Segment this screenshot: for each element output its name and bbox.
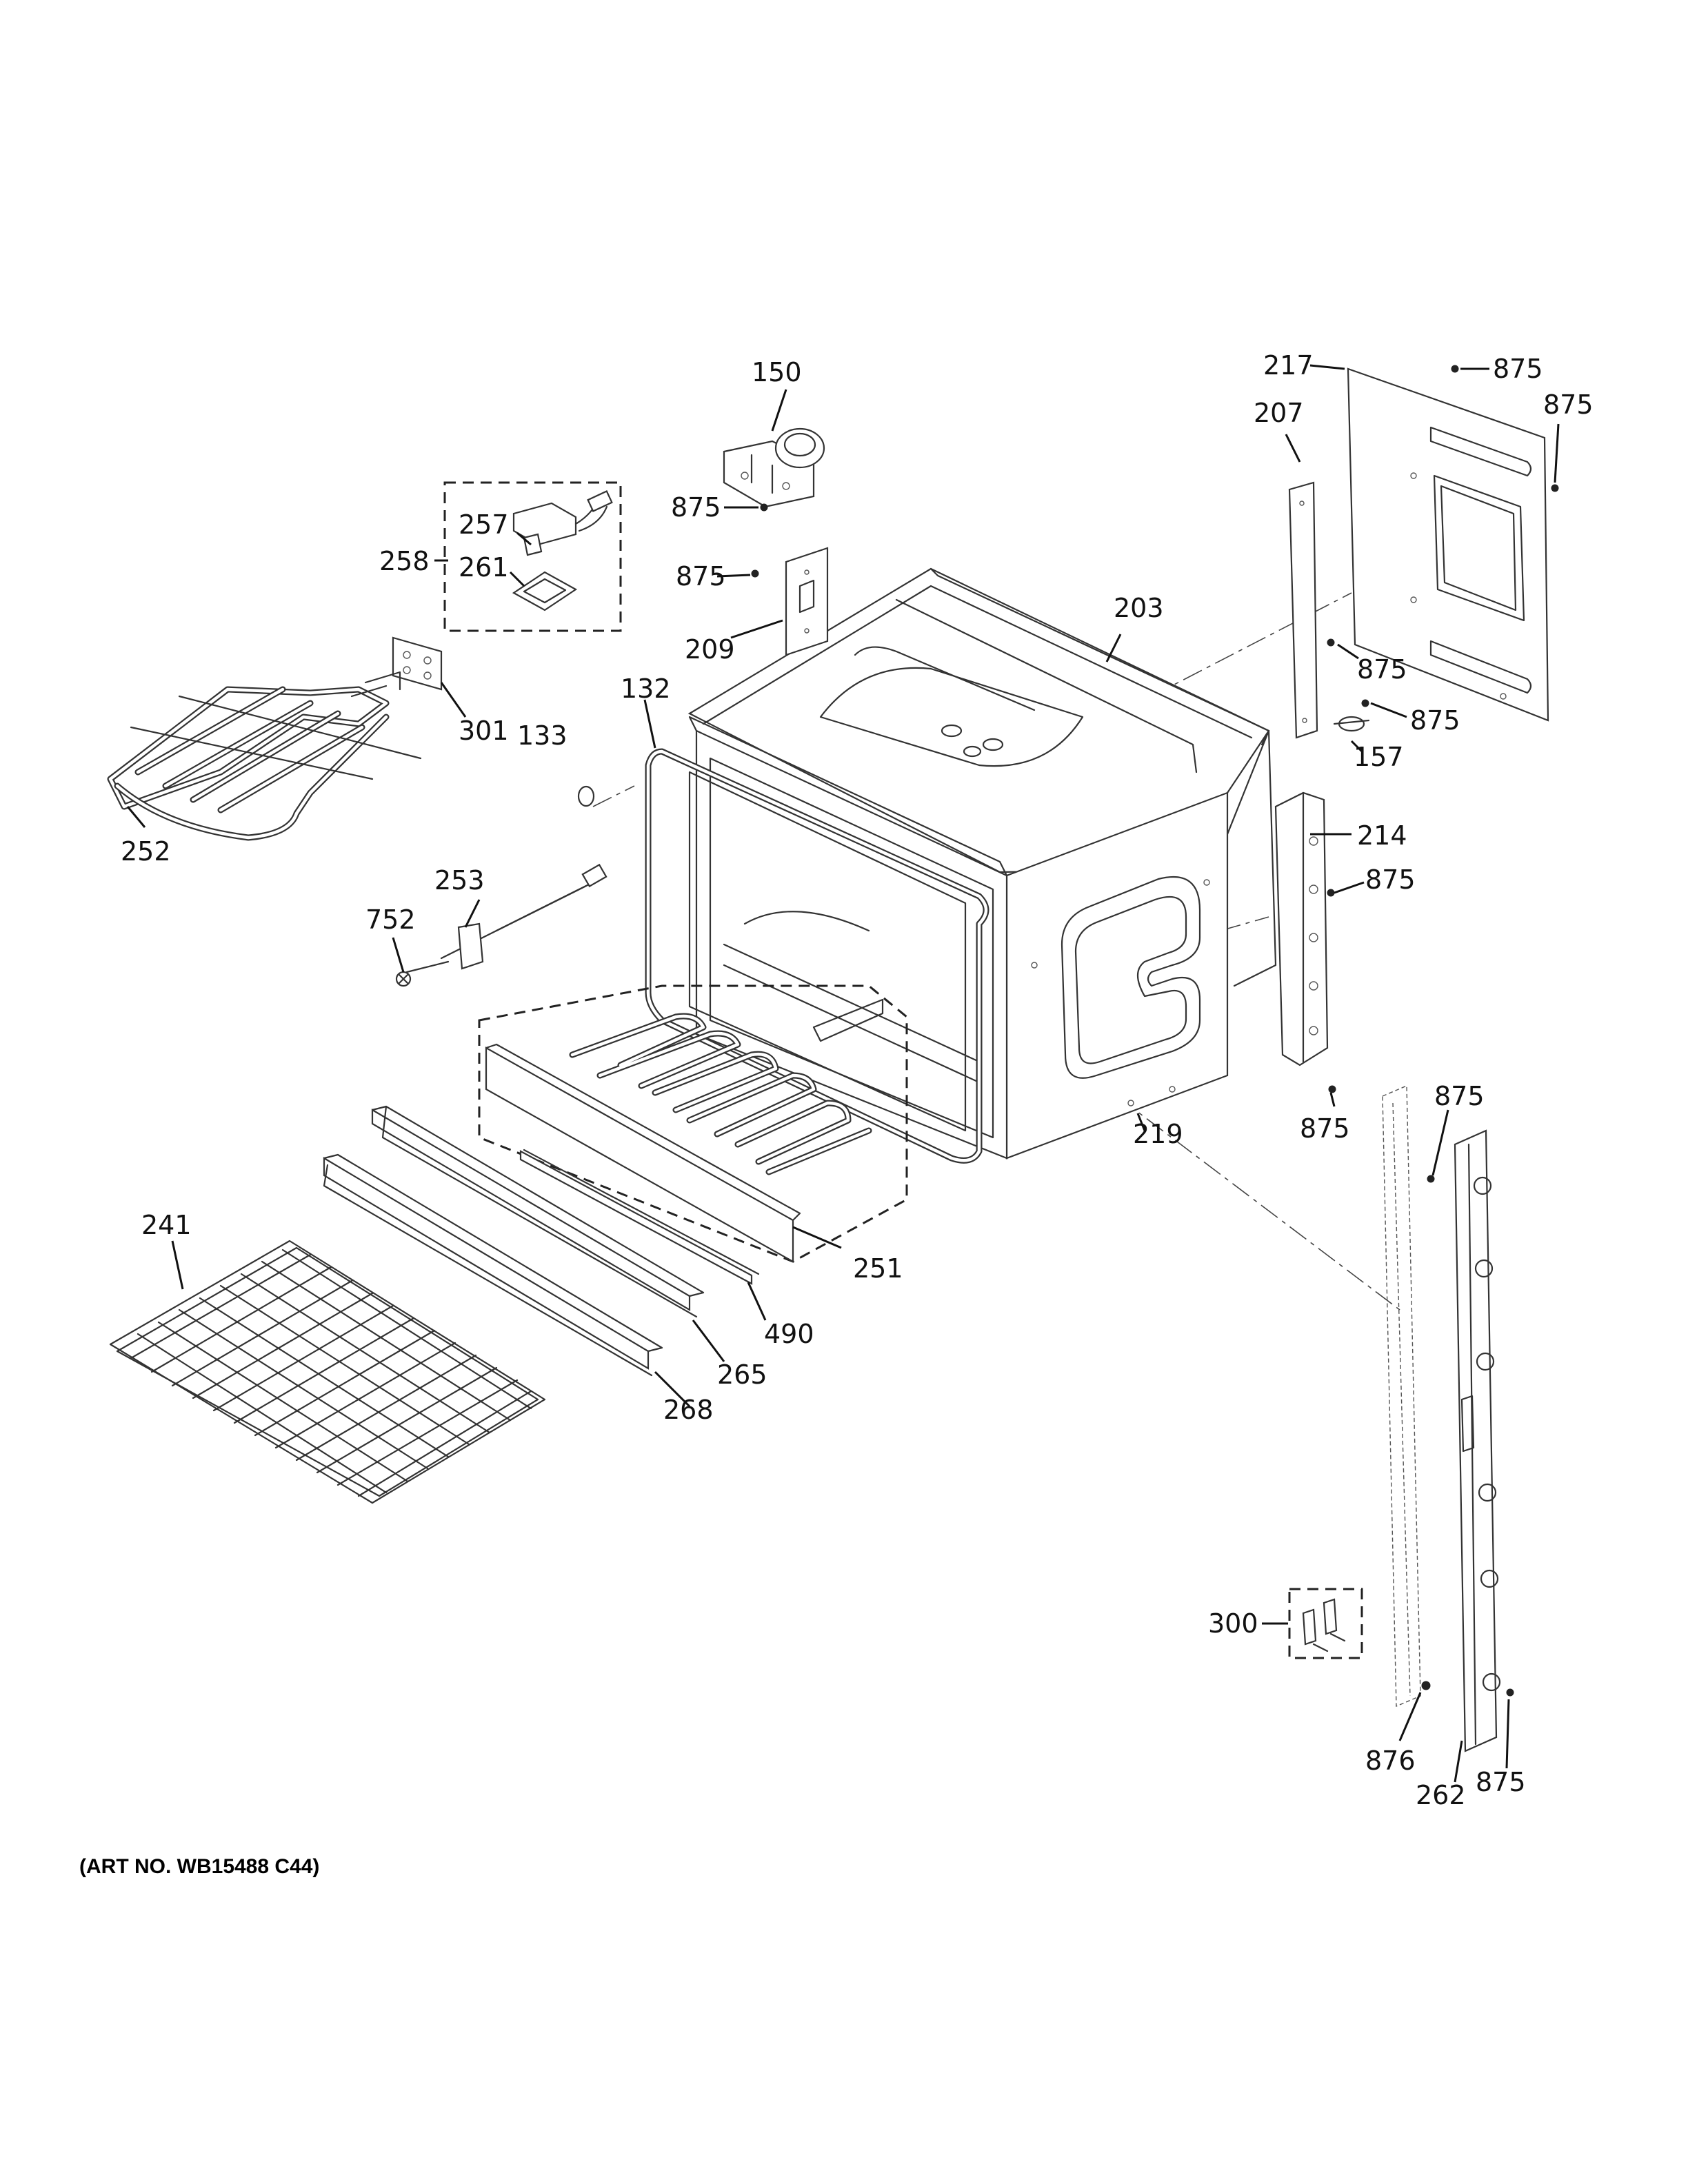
center-lines — [592, 592, 1400, 1311]
callout-875-262a: 875 — [1434, 1081, 1485, 1111]
callout-268: 268 — [663, 1395, 714, 1425]
callout-203: 203 — [1114, 593, 1164, 623]
screw-875-217b — [1551, 484, 1559, 492]
callout-252: 252 — [121, 836, 171, 867]
callout-labels: 150 875 875 209 257 258 261 301 252 132 … — [121, 350, 1594, 1810]
screw-876 — [1421, 1681, 1431, 1690]
callout-209: 209 — [685, 634, 735, 665]
screw-875-latch — [760, 503, 768, 512]
door-gasket — [645, 748, 989, 1164]
leader-lines — [126, 364, 1560, 1783]
callout-217: 217 — [1263, 350, 1314, 381]
screw-875-209 — [751, 569, 759, 578]
callout-133: 133 — [517, 720, 567, 751]
side-rail-262 — [1382, 1084, 1501, 1752]
callout-875-217a: 875 — [1493, 354, 1543, 384]
callout-875-207: 875 — [1357, 654, 1407, 685]
callout-214: 214 — [1357, 820, 1407, 851]
screw-875-219 — [1328, 1085, 1336, 1093]
bracket-207 — [1288, 481, 1318, 739]
bracket-214 — [1274, 791, 1329, 1066]
callout-875-209: 875 — [676, 561, 726, 592]
callout-261: 261 — [459, 552, 509, 583]
trim-265 — [371, 1105, 705, 1318]
callout-157: 157 — [1354, 742, 1404, 772]
callout-257: 257 — [459, 509, 509, 540]
callout-301: 301 — [459, 716, 509, 746]
callout-132: 132 — [621, 674, 671, 704]
bracket-209 — [785, 547, 829, 656]
bake-element-kit-251 — [478, 984, 908, 1263]
callout-207: 207 — [1254, 398, 1304, 428]
broil-element-252 — [107, 671, 422, 841]
thermal-switch-157 — [1333, 716, 1370, 732]
oven-cavity — [687, 567, 1277, 1160]
callout-241: 241 — [141, 1210, 192, 1240]
callout-875-217b: 875 — [1543, 390, 1594, 420]
oven-rack-241 — [109, 1240, 546, 1504]
trim-268 — [323, 1153, 663, 1377]
callout-265: 265 — [717, 1359, 767, 1390]
screw-875-157 — [1361, 699, 1369, 707]
callout-875-262b: 875 — [1476, 1767, 1526, 1797]
hinge-kit-300 — [1288, 1588, 1363, 1659]
screws — [751, 365, 1559, 1697]
screw-875-207 — [1327, 638, 1335, 647]
sensor-kit-258 — [443, 481, 622, 632]
callout-219: 219 — [1133, 1119, 1183, 1149]
callout-875-214: 875 — [1365, 865, 1416, 895]
callout-875-latch: 875 — [671, 492, 721, 523]
rear-panel-217 — [1347, 367, 1549, 722]
callout-300: 300 — [1208, 1608, 1258, 1639]
callout-876: 876 — [1365, 1746, 1416, 1776]
art-number: (ART NO. WB15488 C44) — [79, 1855, 319, 1878]
callout-875-157: 875 — [1410, 705, 1460, 736]
trim-490 — [519, 1149, 760, 1285]
screw-875-262a — [1427, 1175, 1435, 1183]
screw-752 — [395, 971, 412, 987]
callout-251: 251 — [853, 1253, 903, 1284]
screw-875-217a — [1451, 365, 1459, 373]
terminal-block-301 — [392, 636, 443, 691]
callout-262: 262 — [1416, 1780, 1466, 1810]
callout-875-219: 875 — [1300, 1113, 1350, 1144]
callout-258: 258 — [379, 546, 430, 576]
screw-875-262b — [1506, 1688, 1514, 1697]
latch-motor-150 — [723, 427, 825, 508]
plug-133 — [577, 785, 595, 807]
callout-490: 490 — [764, 1319, 814, 1349]
callout-752: 752 — [365, 904, 416, 935]
callout-150: 150 — [752, 357, 802, 387]
callout-253: 253 — [434, 865, 485, 896]
screw-875-214 — [1327, 889, 1335, 897]
oven-sensor-253 — [405, 863, 607, 973]
